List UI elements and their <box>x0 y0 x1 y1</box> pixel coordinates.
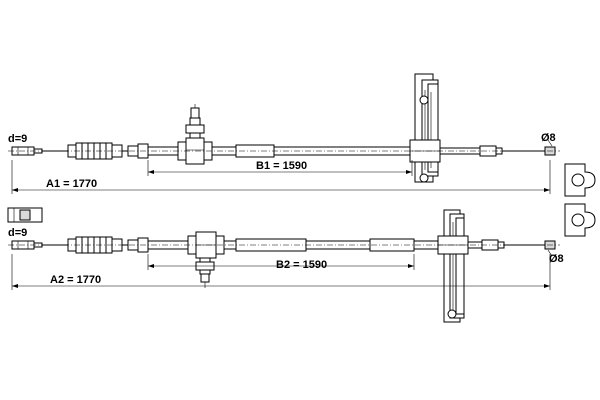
bottom-large-bracket <box>437 209 469 323</box>
top-total-length-label: A1 = 1770 <box>46 178 97 190</box>
top-right-diameter-label: Ø8 <box>541 132 556 144</box>
end-detail-view <box>564 163 596 237</box>
bottom-total-length-label: A2 = 1770 <box>50 274 101 286</box>
top-mounting-bracket <box>177 104 213 165</box>
top-left-diameter-label: d=9 <box>8 133 27 145</box>
top-cable-assembly <box>8 73 560 183</box>
bottom-sheath-sleeve-b <box>369 238 415 252</box>
bottom-sheath-length-label: B2 = 1590 <box>276 259 327 271</box>
bottom-mounting-bracket <box>187 231 225 288</box>
bottom-right-diameter-label: Ø8 <box>549 253 564 265</box>
top-large-bracket <box>409 73 441 183</box>
bottom-left-diameter-label: d=9 <box>8 227 27 239</box>
top-dimensions <box>11 139 553 194</box>
small-detail-icon <box>7 207 43 223</box>
bottom-dimensions <box>11 249 553 290</box>
top-sheath-length-label: B1 = 1590 <box>256 160 307 172</box>
